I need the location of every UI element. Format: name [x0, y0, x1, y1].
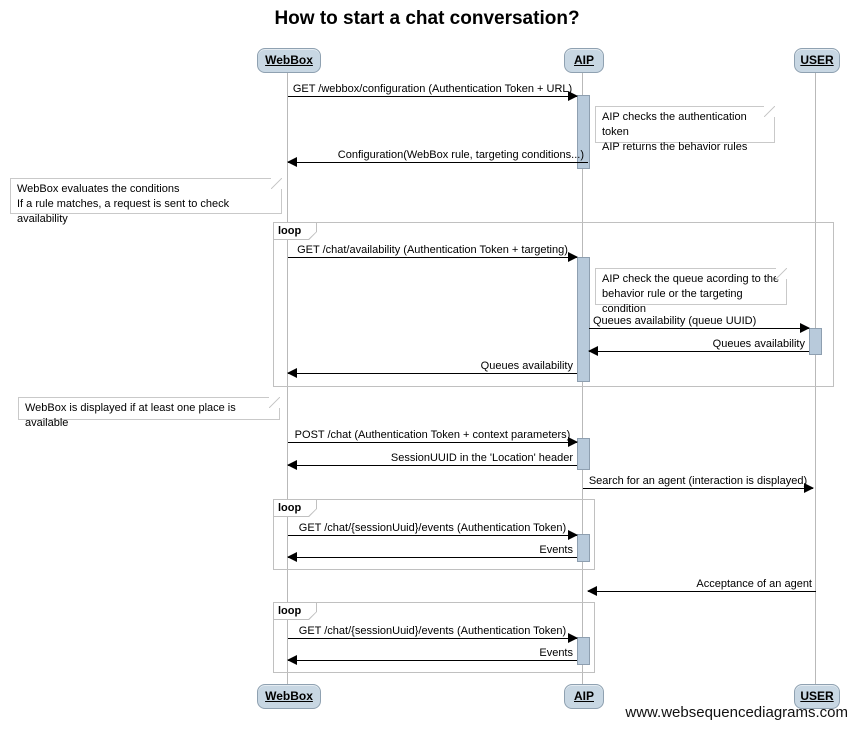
message-get-webbox-configuration: GET /webbox/configuration (Authenticatio… — [288, 81, 578, 101]
message-line — [288, 660, 577, 661]
message-line — [288, 96, 577, 97]
activation-bar-aip-1 — [577, 95, 590, 169]
message-label: Queues availability — [480, 360, 573, 372]
message-queues-availability-user-return: Queues availability — [588, 336, 809, 356]
message-get-chat-events-1: GET /chat/{sessionUuid}/events (Authenti… — [288, 520, 578, 540]
loop-label: loop — [274, 223, 316, 239]
message-line — [288, 465, 577, 466]
arrowhead-left-icon — [287, 460, 297, 470]
arrowhead-right-icon — [568, 91, 578, 101]
arrowhead-left-icon — [287, 368, 297, 378]
watermark: www.websequencediagrams.com — [625, 704, 848, 721]
actor-user-top: USER — [794, 48, 840, 73]
message-get-chat-events-2: GET /chat/{sessionUuid}/events (Authenti… — [288, 623, 578, 643]
note-fold-icon — [271, 178, 282, 189]
actor-webbox-top: WebBox — [257, 48, 321, 73]
actor-aip-top: AIP — [564, 48, 604, 73]
message-events-2: Events — [287, 645, 577, 665]
message-label: Configuration(WebBox rule, targeting con… — [337, 149, 584, 161]
note-text: WebBox evaluates the conditions If a rul… — [17, 183, 230, 225]
message-label: SessionUUID in the 'Location' header — [390, 452, 573, 464]
arrowhead-right-icon — [568, 530, 578, 540]
note-webbox-displayed: WebBox is displayed if at least one plac… — [18, 397, 280, 429]
message-label: GET /webbox/configuration (Authenticatio… — [292, 83, 573, 95]
loop-frame-1: loop — [273, 222, 834, 387]
note-text: WebBox is displayed if at least one plac… — [25, 402, 236, 429]
message-label: Events — [539, 647, 573, 659]
arrowhead-right-icon — [568, 437, 578, 447]
activation-bar-aip-4 — [577, 534, 590, 562]
message-line — [288, 257, 577, 258]
arrowhead-left-icon — [287, 552, 297, 562]
message-label: Acceptance of an agent — [696, 578, 812, 590]
arrowhead-left-icon — [287, 157, 297, 167]
note-fold-icon — [776, 268, 787, 279]
message-post-chat: POST /chat (Authentication Token + conte… — [288, 427, 578, 447]
loop-label: loop — [274, 500, 316, 516]
note-webbox-evaluates-conditions: WebBox evaluates the conditions If a rul… — [10, 178, 282, 225]
message-line — [588, 591, 816, 592]
arrowhead-right-icon — [568, 252, 578, 262]
note-aip-checks-token: AIP checks the authentication token AIP … — [595, 106, 775, 153]
note-text: AIP check the queue acording to the beha… — [602, 273, 780, 315]
message-label: POST /chat (Authentication Token + conte… — [294, 429, 571, 441]
lifeline-user — [815, 71, 816, 684]
message-line — [288, 557, 577, 558]
actor-aip-bottom: AIP — [564, 684, 604, 709]
loop-tab: loop — [273, 499, 317, 517]
message-label: GET /chat/{sessionUuid}/events (Authenti… — [298, 625, 567, 637]
arrowhead-left-icon — [587, 586, 597, 596]
message-label: Events — [539, 544, 573, 556]
message-label: GET /chat/availability (Authentication T… — [297, 244, 568, 256]
message-line — [583, 488, 813, 489]
message-search-for-agent: Search for an agent (interaction is disp… — [583, 473, 814, 493]
arrowhead-left-icon — [287, 655, 297, 665]
message-label: GET /chat/{sessionUuid}/events (Authenti… — [298, 522, 567, 534]
message-label: Queues availability (queue UUID) — [593, 315, 757, 327]
message-queues-availability-uuid: Queues availability (queue UUID) — [589, 313, 810, 333]
message-queues-availability-webbox-return: Queues availability — [287, 358, 577, 378]
message-line — [288, 535, 577, 536]
message-label: Search for an agent (interaction is disp… — [588, 475, 808, 487]
message-line — [288, 373, 577, 374]
loop-label: loop — [274, 603, 316, 619]
loop-tab: loop — [273, 602, 317, 620]
message-line — [589, 328, 809, 329]
actor-webbox-bottom: WebBox — [257, 684, 321, 709]
note-aip-checks-queue: AIP check the queue acording to the beha… — [595, 268, 787, 315]
message-line — [288, 442, 577, 443]
message-configuration-return: Configuration(WebBox rule, targeting con… — [287, 147, 588, 167]
activation-bar-user-1 — [809, 328, 822, 355]
arrowhead-left-icon — [588, 346, 598, 356]
message-acceptance-of-agent: Acceptance of an agent — [587, 576, 816, 596]
loop-frame-3: loop — [273, 602, 595, 673]
message-label: Queues availability — [712, 338, 805, 350]
note-fold-icon — [269, 397, 280, 408]
note-fold-icon — [764, 106, 775, 117]
note-text: AIP checks the authentication token AIP … — [602, 111, 748, 153]
message-sessionuuid-location-header: SessionUUID in the 'Location' header — [287, 450, 577, 470]
activation-bar-aip-2 — [577, 257, 590, 382]
arrowhead-right-icon — [568, 633, 578, 643]
actor-user-bottom: USER — [794, 684, 840, 709]
message-line — [288, 162, 588, 163]
arrowhead-right-icon — [800, 323, 810, 333]
message-events-1: Events — [287, 542, 577, 562]
loop-tab: loop — [273, 222, 317, 240]
arrowhead-right-icon — [804, 483, 814, 493]
page-title: How to start a chat conversation? — [274, 8, 580, 29]
activation-bar-aip-5 — [577, 637, 590, 665]
activation-bar-aip-3 — [577, 438, 590, 470]
loop-frame-2: loop — [273, 499, 595, 570]
message-line — [288, 638, 577, 639]
message-line — [589, 351, 809, 352]
message-get-chat-availability: GET /chat/availability (Authentication T… — [288, 242, 578, 262]
